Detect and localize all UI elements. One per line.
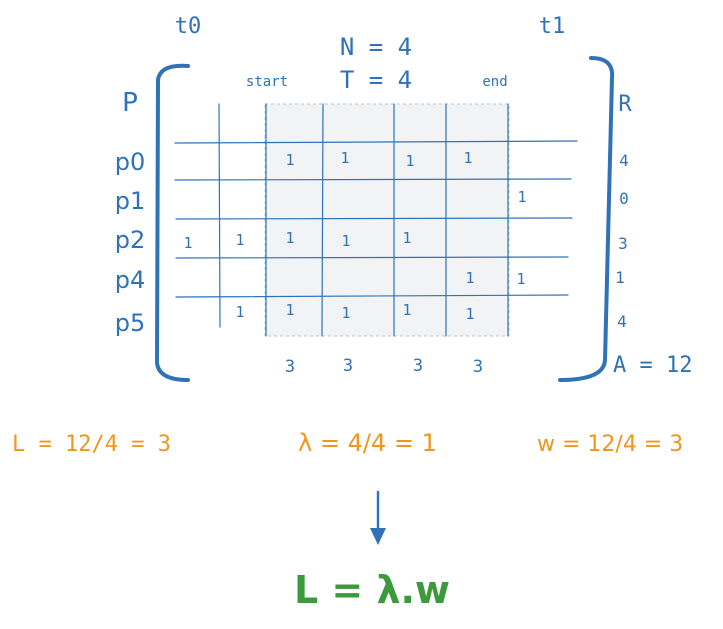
column-sum: 3 — [285, 357, 295, 377]
column-sum: 3 — [413, 356, 423, 376]
r-header: R — [618, 92, 632, 117]
row-labels: p0 p1 p2 p4 p5 — [115, 148, 146, 337]
cell-value: 1 — [285, 301, 294, 319]
cell-value: 1 — [341, 232, 350, 250]
formula-l: L = 12/4 = 3 — [12, 432, 171, 457]
grid-line — [174, 178, 572, 181]
p-header: P — [122, 88, 138, 118]
cell-value: 1 — [463, 149, 472, 167]
measurement-window — [264, 103, 510, 337]
cell-value: 1 — [405, 152, 414, 170]
a-total: A = 12 — [613, 353, 692, 378]
r-values: 4 0 3 1 4 — [615, 151, 629, 331]
cell-value: 1 — [517, 188, 526, 206]
cell-value: 1 — [465, 305, 474, 323]
row-label-p0: p0 — [115, 148, 146, 176]
grid-line — [175, 256, 569, 259]
row-label-p2: p2 — [115, 226, 146, 254]
t0-label: t0 — [175, 14, 202, 39]
column-sums: 3 3 3 3 — [285, 356, 483, 377]
t-equation: T = 4 — [340, 66, 412, 94]
event-grid — [174, 103, 578, 337]
cell-value: 1 — [235, 303, 244, 321]
r-value-p1: 0 — [619, 189, 629, 208]
grid-line — [175, 294, 569, 298]
start-label: start — [246, 74, 288, 90]
cell-value: 1 — [402, 229, 411, 247]
arrow-down-icon — [370, 490, 386, 545]
cell-value: 1 — [341, 304, 350, 322]
column-sum: 3 — [343, 356, 353, 376]
left-bracket — [155, 63, 190, 382]
cell-value: 1 — [235, 231, 244, 249]
column-sum: 3 — [473, 357, 483, 377]
right-bracket — [558, 56, 615, 382]
row-label-p5: p5 — [115, 309, 146, 337]
t1-label: t1 — [539, 14, 566, 39]
cell-value: 1 — [465, 269, 474, 287]
cell-value: 1 — [516, 270, 525, 288]
formula-lambda: λ = 4/4 = 1 — [298, 429, 437, 457]
cell-value: 1 — [285, 229, 294, 247]
grid-line — [218, 103, 221, 328]
cell-value: 1 — [340, 149, 349, 167]
grid-line — [321, 103, 324, 337]
cell-value: 1 — [402, 301, 411, 319]
r-value-p4: 1 — [615, 268, 625, 287]
row-label-p4: p4 — [115, 266, 146, 294]
row-label-p1: p1 — [115, 187, 146, 215]
r-value-p0: 4 — [619, 151, 629, 170]
grid-line — [174, 140, 578, 144]
cell-value: 1 — [183, 234, 192, 252]
result-formula: L = λ.w — [294, 568, 450, 612]
cell-value: 1 — [285, 151, 294, 169]
end-label: end — [482, 74, 507, 90]
cell-values: 1 1 1 1 1 1 1 1 1 1 1 1 1 1 1 1 1 — [183, 149, 526, 323]
r-value-p5: 4 — [617, 312, 627, 331]
formula-w: w = 12/4 = 3 — [537, 432, 683, 457]
n-equation: N = 4 — [340, 33, 412, 61]
r-value-p2: 3 — [618, 234, 628, 253]
grid-line — [175, 217, 573, 220]
